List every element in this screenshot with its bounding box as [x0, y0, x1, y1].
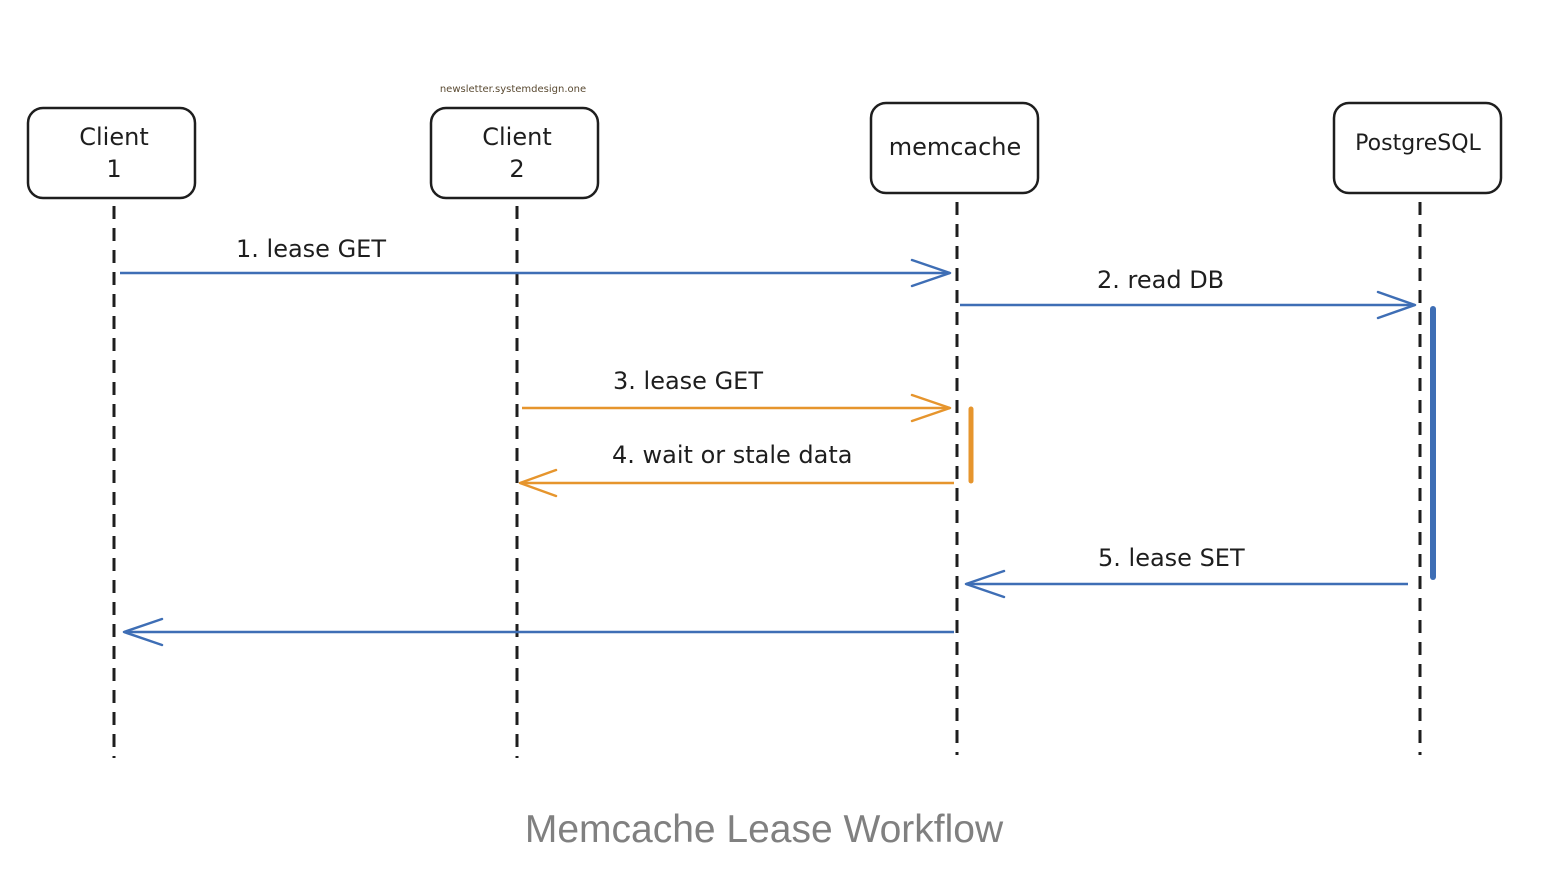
message-6-arrowhead: [122, 617, 164, 647]
participant-client1: Client 1: [26, 106, 197, 200]
figure-caption: Memcache Lease Workflow: [524, 808, 1004, 851]
message-3: 3. lease GET: [522, 367, 952, 423]
message-2-label: 2. read DB: [1097, 266, 1224, 294]
participant-postgres: PostgreSQL: [1332, 101, 1503, 195]
participant-memcache: memcache: [869, 101, 1040, 195]
message-2-arrowhead: [1376, 290, 1417, 320]
message-1: 1. lease GET: [120, 235, 952, 288]
participant-label: Client: [482, 123, 551, 151]
message-3-arrowhead: [910, 393, 952, 423]
message-5-arrowhead: [964, 569, 1006, 599]
participant-box: [1332, 101, 1503, 195]
participant-client2: Client 2: [429, 106, 600, 200]
message-4-arrowhead: [518, 468, 558, 498]
participant-label: PostgreSQL: [1355, 131, 1481, 156]
message-6: [122, 617, 954, 647]
participant-box: [429, 106, 600, 200]
participant-sublabel: 1: [106, 155, 121, 183]
participant-label: memcache: [889, 133, 1022, 161]
message-4-label: 4. wait or stale data: [612, 441, 853, 469]
message-2: 2. read DB: [960, 266, 1417, 320]
message-1-arrowhead: [910, 258, 952, 288]
participant-label: Client: [79, 123, 148, 151]
message-5-label: 5. lease SET: [1098, 544, 1245, 572]
watermark-text: newsletter.systemdesign.one: [440, 84, 586, 95]
message-4: 4. wait or stale data: [518, 441, 954, 498]
participant-sublabel: 2: [509, 155, 524, 183]
message-3-label: 3. lease GET: [613, 367, 763, 395]
participant-box: [869, 101, 1040, 195]
participant-box: [26, 106, 197, 200]
message-1-label: 1. lease GET: [236, 235, 386, 263]
message-5: 5. lease SET: [964, 544, 1408, 599]
